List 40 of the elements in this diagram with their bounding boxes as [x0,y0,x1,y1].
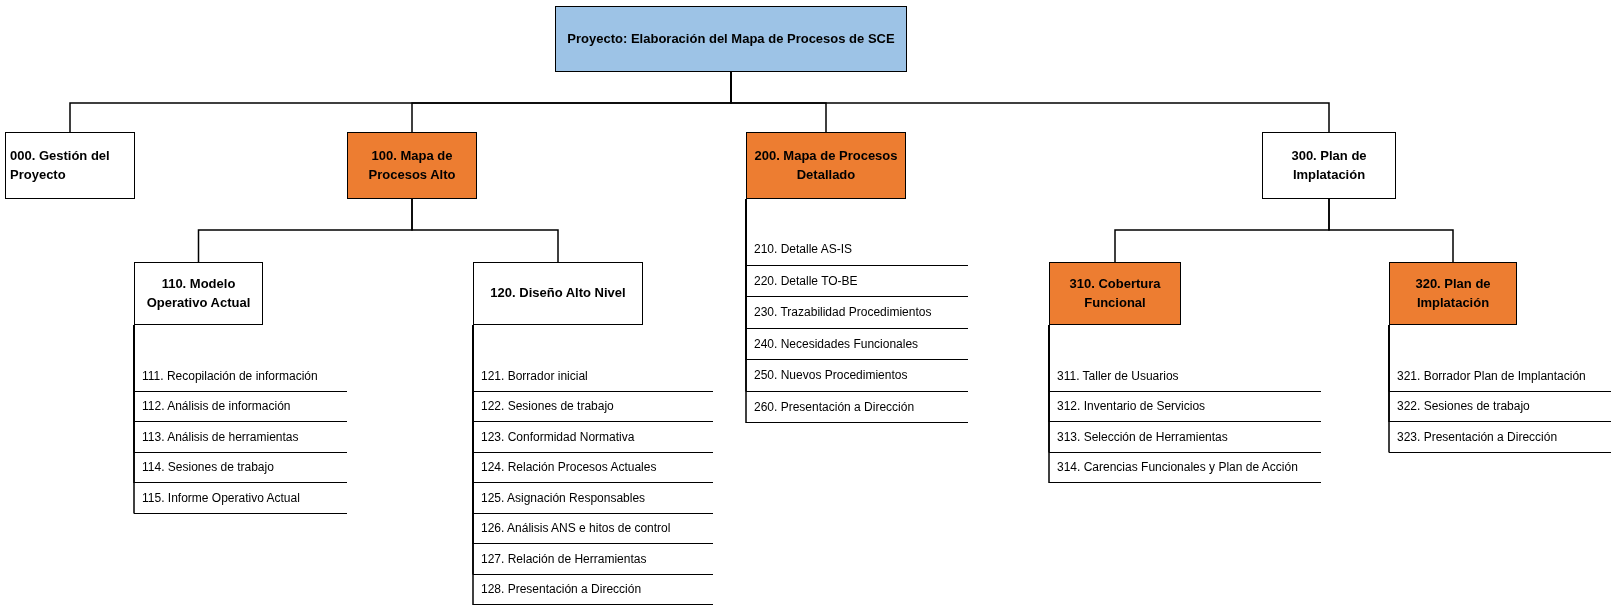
subtask-item: 115. Informe Operativo Actual [134,483,347,514]
connector-line [133,324,135,515]
subtask-item: 323. Presentación a Dirección [1389,422,1611,453]
subtask-item: 313. Selección de Herramientas [1049,422,1321,453]
subtask-item: 123. Conformidad Normativa [473,422,713,453]
subtask-item: 230. Trazabilidad Procedimientos [746,297,968,329]
subtask-item: 127. Relación de Herramientas [473,544,713,575]
subtask-item: 210. Detalle AS-IS [746,234,968,266]
connector-line [1388,324,1390,454]
subtask-item: 113. Análisis de herramientas [134,422,347,453]
subtask-item: 111. Recopilación de información [134,361,347,392]
subtask-item: 314. Carencias Funcionales y Plan de Acción [1049,452,1321,483]
subtask-item: 311. Taller de Usuarios [1049,361,1321,392]
subtask-item: 321. Borrador Plan de Implantación [1389,361,1611,392]
subtask-item: 250. Nuevos Procedimientos [746,360,968,392]
connector-line [1048,324,1050,484]
subtask-item: 114. Sesiones de trabajo [134,452,347,483]
subtask-item: 112. Análisis de información [134,391,347,422]
task-box: 100. Mapa de Procesos Alto [347,132,477,199]
subtask-item: 312. Inventario de Servicios [1049,391,1321,422]
subtask-item: 125. Asignación Responsables [473,483,713,514]
subtask-item: 220. Detalle TO-BE [746,265,968,297]
task-box: 120. Diseño Alto Nivel [473,262,643,325]
subtask-item: 240. Necesidades Funcionales [746,328,968,360]
task-box: 310. Cobertura Funcional [1049,262,1181,325]
task-box: 110. Modelo Operativo Actual [134,262,263,325]
task-box: Proyecto: Elaboración del Mapa de Procesos de SCE [555,6,907,72]
subtask-item: 322. Sesiones de trabajo [1389,391,1611,422]
connector-line [1328,198,1454,263]
subtask-item: 128. Presentación a Dirección [473,574,713,605]
subtask-item: 260. Presentación a Dirección [746,391,968,423]
task-box: 320. Plan de Implatación [1389,262,1517,325]
subtask-item: 126. Análisis ANS e hitos de control [473,513,713,544]
subtask-item: 121. Borrador inicial [473,361,713,392]
task-box: 000. Gestión del Proyecto [5,132,135,199]
connector-line [411,198,559,263]
subtask-item: 124. Relación Procesos Actuales [473,452,713,483]
task-box: 300. Plan de Implatación [1262,132,1396,199]
subtask-item: 122. Sesiones de trabajo [473,391,713,422]
task-box: 200. Mapa de Procesos Detallado [746,132,906,199]
